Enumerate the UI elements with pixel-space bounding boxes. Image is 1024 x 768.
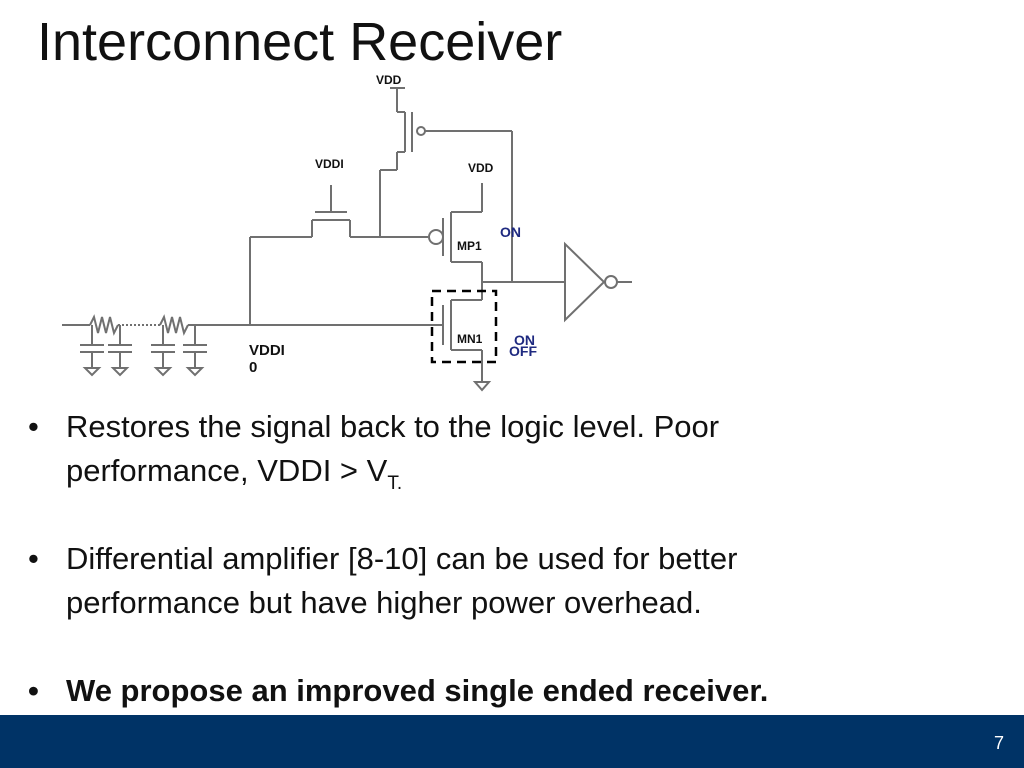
bullet-1-line-1: Restores the signal back to the logic le… xyxy=(66,409,720,444)
mp1-state-label: ON xyxy=(500,224,521,240)
rc-interconnect xyxy=(62,314,427,377)
mp1-transistor xyxy=(428,183,483,300)
mn1-label: MN1 xyxy=(457,332,483,346)
page-number: 7 xyxy=(993,733,1004,753)
bullet-3-text: We propose an improved single ended rece… xyxy=(66,673,769,708)
top-pmos-transistor xyxy=(379,87,513,282)
bullet-2-line-2: performance but have higher power overhe… xyxy=(66,585,702,620)
bullet-list: • Restores the signal back to the logic … xyxy=(28,405,988,713)
bullet-marker: • xyxy=(28,409,39,444)
mp1-label: MP1 xyxy=(457,239,482,253)
bullet-marker: • xyxy=(28,673,39,708)
vdd-top-label: VDD xyxy=(376,73,402,87)
output-inverter xyxy=(564,241,632,323)
bullet-restores-signal: • Restores the signal back to the logic … xyxy=(28,405,988,493)
mn1-state-off-label: OFF xyxy=(509,343,537,359)
vddi-gate-label: VDDI xyxy=(315,157,344,171)
receiver-circuit-diagram: VDD VDDI VDD MP1 MN1 ON ON OFF VDDI 0 xyxy=(62,73,632,392)
footer-bar: 7 xyxy=(0,715,1024,768)
mn1-state-on-label: ON xyxy=(514,332,535,348)
bullet-2-line-1: Differential amplifier [8-10] can be use… xyxy=(66,541,738,576)
mn1-transistor xyxy=(427,299,492,392)
input-level-label-zero: 0 xyxy=(249,359,257,376)
mn1-highlight-box xyxy=(430,289,498,364)
input-level-label-vddi: VDDI xyxy=(249,342,285,359)
bullet-marker: • xyxy=(28,541,39,576)
bullet-proposal: • We propose an improved single ended re… xyxy=(28,669,988,713)
bullet-differential-amplifier: • Differential amplifier [8-10] can be u… xyxy=(28,537,988,625)
slide-title: Interconnect Receiver xyxy=(37,12,563,72)
vt-subscript: T. xyxy=(387,473,403,494)
vdd-mp1-label: VDD xyxy=(468,161,494,175)
vddi-keeper-transistor xyxy=(249,185,428,325)
bullet-1-line-2: performance, VDDI > V xyxy=(66,453,388,488)
